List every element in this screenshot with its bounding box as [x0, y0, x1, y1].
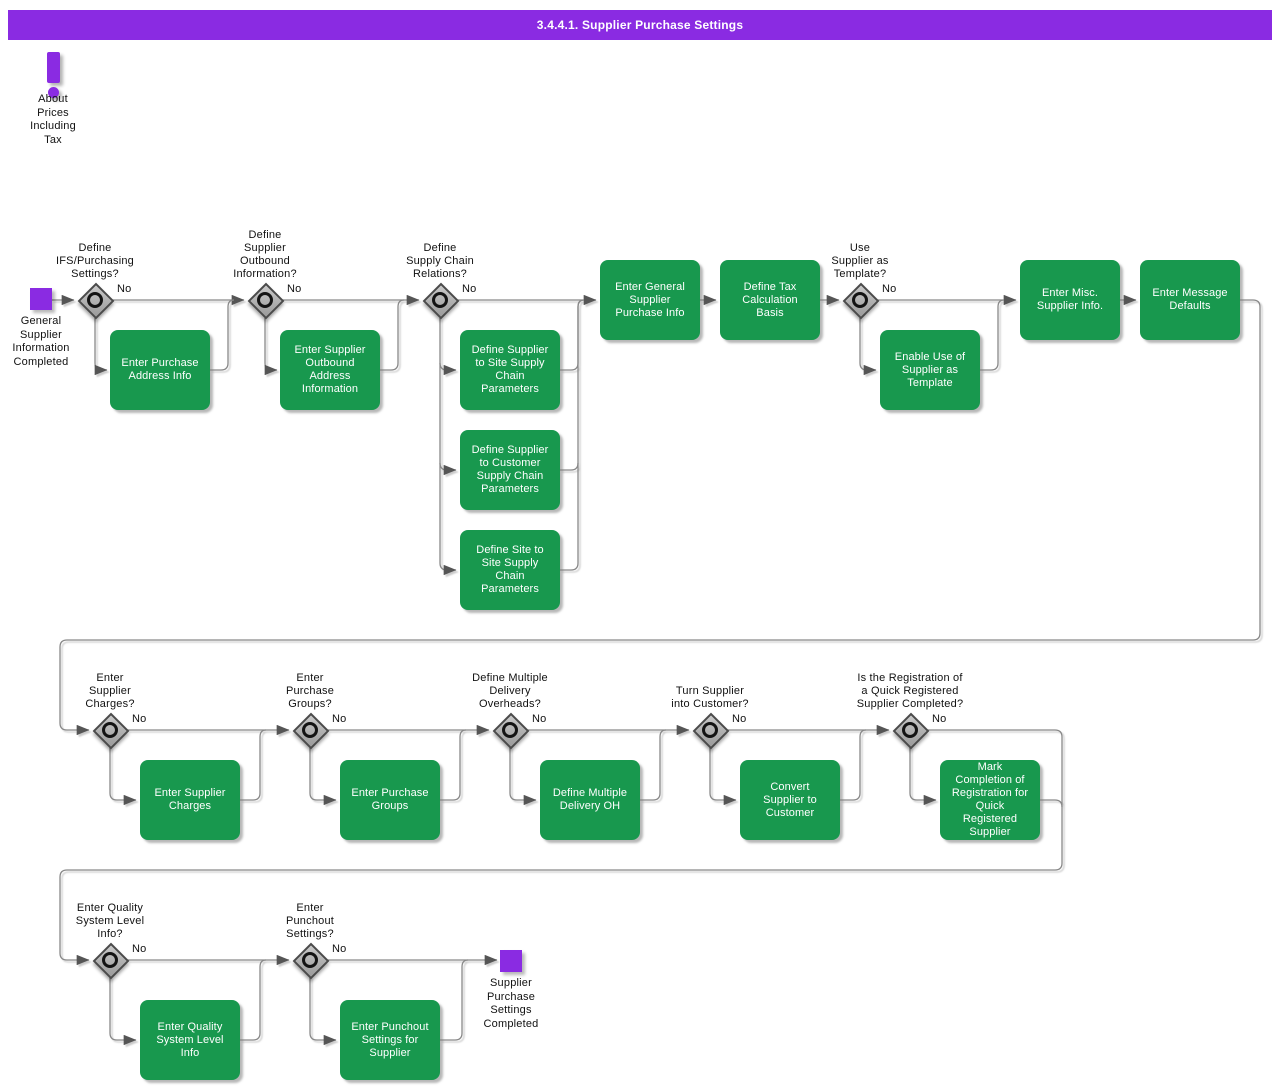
no-label: No: [287, 283, 302, 295]
activity-define-site-to-site-supply-chain-parameters[interactable]: Define Site to Site Supply Chain Paramet…: [460, 530, 560, 610]
activity-enter-purchase-groups[interactable]: Enter Purchase Groups: [340, 760, 440, 840]
activity-enter-supplier-outbound-address-information[interactable]: Enter Supplier Outbound Address Informat…: [280, 330, 380, 410]
decision-turn-supplier-into-customer: Turn Supplier into Customer? No: [671, 685, 748, 750]
page-title: 3.4.4.1. Supplier Purchase Settings: [536, 18, 744, 32]
decision-question: Use Supplier as Template?: [831, 242, 889, 280]
exclamation-dot-icon: [48, 87, 59, 98]
no-label: No: [532, 713, 547, 725]
decision-define-ifs-purchasing-settings: Define IFS/Purchasing Settings? No: [56, 242, 134, 320]
circle-icon: [87, 292, 103, 308]
decision-question: Define IFS/Purchasing Settings?: [55, 242, 134, 280]
circle-icon: [257, 292, 273, 308]
end-square-icon: [500, 950, 522, 972]
circle-icon: [902, 722, 918, 738]
exclamation-icon: [47, 52, 60, 83]
decision-question: Enter Supplier Charges?: [85, 672, 135, 710]
decision-question: Define Supplier Outbound Information?: [233, 229, 297, 280]
about-prices-note[interactable]: About Prices Including Tax: [8, 50, 98, 155]
activity-define-supplier-to-customer-supply-chain-parameters[interactable]: Define Supplier to Customer Supply Chain…: [460, 430, 560, 510]
activity-enter-message-defaults[interactable]: Enter Message Defaults: [1140, 260, 1240, 340]
decision-enter-punchout-settings: Enter Punchout Settings? No: [286, 902, 346, 980]
decision-enter-supplier-charges: Enter Supplier Charges? No: [85, 672, 146, 750]
activity-enter-quality-system-level-info[interactable]: Enter Quality System Level Info: [140, 1000, 240, 1080]
circle-icon: [302, 952, 318, 968]
no-label: No: [882, 283, 897, 295]
no-label: No: [117, 283, 132, 295]
end-node: Supplier Purchase Settings Completed: [484, 950, 538, 1030]
activity-define-tax-calculation-basis[interactable]: Define Tax Calculation Basis: [720, 260, 820, 340]
decision-question: Define Multiple Delivery Overheads?: [472, 672, 548, 710]
circle-icon: [432, 292, 448, 308]
circle-icon: [852, 292, 868, 308]
decision-quick-registered-supplier-completed: Is the Registration of a Quick Registere…: [857, 672, 963, 750]
decision-question: Turn Supplier into Customer?: [671, 685, 749, 710]
no-label: No: [332, 943, 347, 955]
activity-define-supplier-to-site-supply-chain-parameters[interactable]: Define Supplier to Site Supply Chain Par…: [460, 330, 560, 410]
decision-question: Define Supply Chain Relations?: [406, 242, 474, 280]
activity-enable-use-of-supplier-as-template[interactable]: Enable Use of Supplier as Template: [880, 330, 980, 410]
activity-mark-completion-of-registration-for-quick-registered-supplier[interactable]: Mark Completion of Registration for Quic…: [940, 760, 1040, 840]
no-label: No: [132, 713, 147, 725]
note-label: About Prices Including Tax: [30, 93, 76, 146]
decision-question: Is the Registration of a Quick Registere…: [856, 672, 964, 710]
no-label: No: [332, 713, 347, 725]
decision-question: Enter Purchase Groups?: [285, 672, 335, 710]
circle-icon: [502, 722, 518, 738]
no-label: No: [132, 943, 147, 955]
decision-question: Enter Quality System Level Info?: [75, 902, 145, 940]
no-label: No: [732, 713, 747, 725]
circle-icon: [302, 722, 318, 738]
decision-define-supply-chain-relations: Define Supply Chain Relations? No: [406, 242, 476, 320]
no-label: No: [462, 283, 477, 295]
circle-icon: [102, 952, 118, 968]
start-node: General Supplier Information Completed: [12, 288, 69, 368]
decision-define-supplier-outbound-information: Define Supplier Outbound Information? No: [233, 229, 301, 320]
start-label: General Supplier Information Completed: [12, 315, 70, 368]
title-bar: 3.4.4.1. Supplier Purchase Settings: [8, 10, 1272, 40]
circle-icon: [702, 722, 718, 738]
activity-enter-misc-supplier-info[interactable]: Enter Misc. Supplier Info.: [1020, 260, 1120, 340]
decision-enter-quality-system-level-info: Enter Quality System Level Info? No: [76, 902, 146, 980]
start-square-icon: [30, 288, 52, 310]
activity-define-multiple-delivery-oh[interactable]: Define Multiple Delivery OH: [540, 760, 640, 840]
activity-enter-general-supplier-purchase-info[interactable]: Enter General Supplier Purchase Info: [600, 260, 700, 340]
decision-define-multiple-delivery-overheads: Define Multiple Delivery Overheads? No: [472, 672, 548, 750]
decision-question: Enter Punchout Settings?: [285, 902, 335, 940]
decision-use-supplier-as-template: Use Supplier as Template? No: [831, 242, 896, 320]
activity-enter-supplier-charges[interactable]: Enter Supplier Charges: [140, 760, 240, 840]
activity-enter-punchout-settings-for-supplier[interactable]: Enter Punchout Settings for Supplier: [340, 1000, 440, 1080]
activity-enter-purchase-address-info[interactable]: Enter Purchase Address Info: [110, 330, 210, 410]
end-label: Supplier Purchase Settings Completed: [483, 977, 539, 1030]
decision-enter-purchase-groups: Enter Purchase Groups? No: [286, 672, 346, 750]
circle-icon: [102, 722, 118, 738]
no-label: No: [932, 713, 947, 725]
activity-convert-supplier-to-customer[interactable]: Convert Supplier to Customer: [740, 760, 840, 840]
